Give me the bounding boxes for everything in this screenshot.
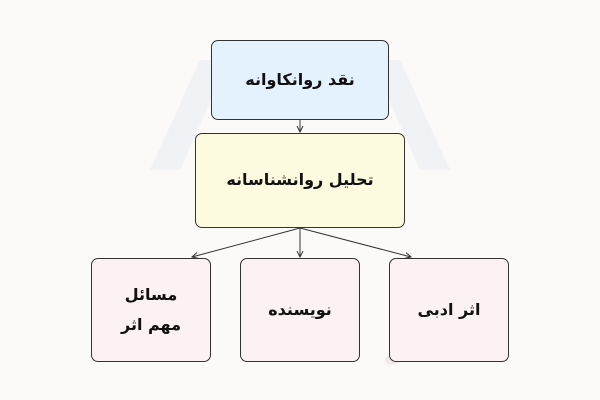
node-literary-work: اثر ادبی — [389, 258, 509, 362]
node-label: تحلیل روانشناسانه — [226, 170, 374, 190]
node-important-issues: مسائل مهم اثر — [91, 258, 211, 362]
node-label: اثر ادبی — [417, 299, 481, 319]
node-label: نویسنده — [268, 299, 332, 319]
node-psychoanalytic-criticism: نقد روانکاوانه — [211, 40, 389, 120]
edge-middle-left — [192, 227, 301, 257]
node-author: نویسنده — [240, 258, 360, 362]
node-label: مسائل مهم اثر — [120, 284, 182, 334]
node-psychological-analysis: تحلیل روانشناسانه — [195, 133, 405, 228]
node-label: نقد روانکاوانه — [245, 69, 355, 89]
edge-middle-right — [299, 227, 411, 257]
